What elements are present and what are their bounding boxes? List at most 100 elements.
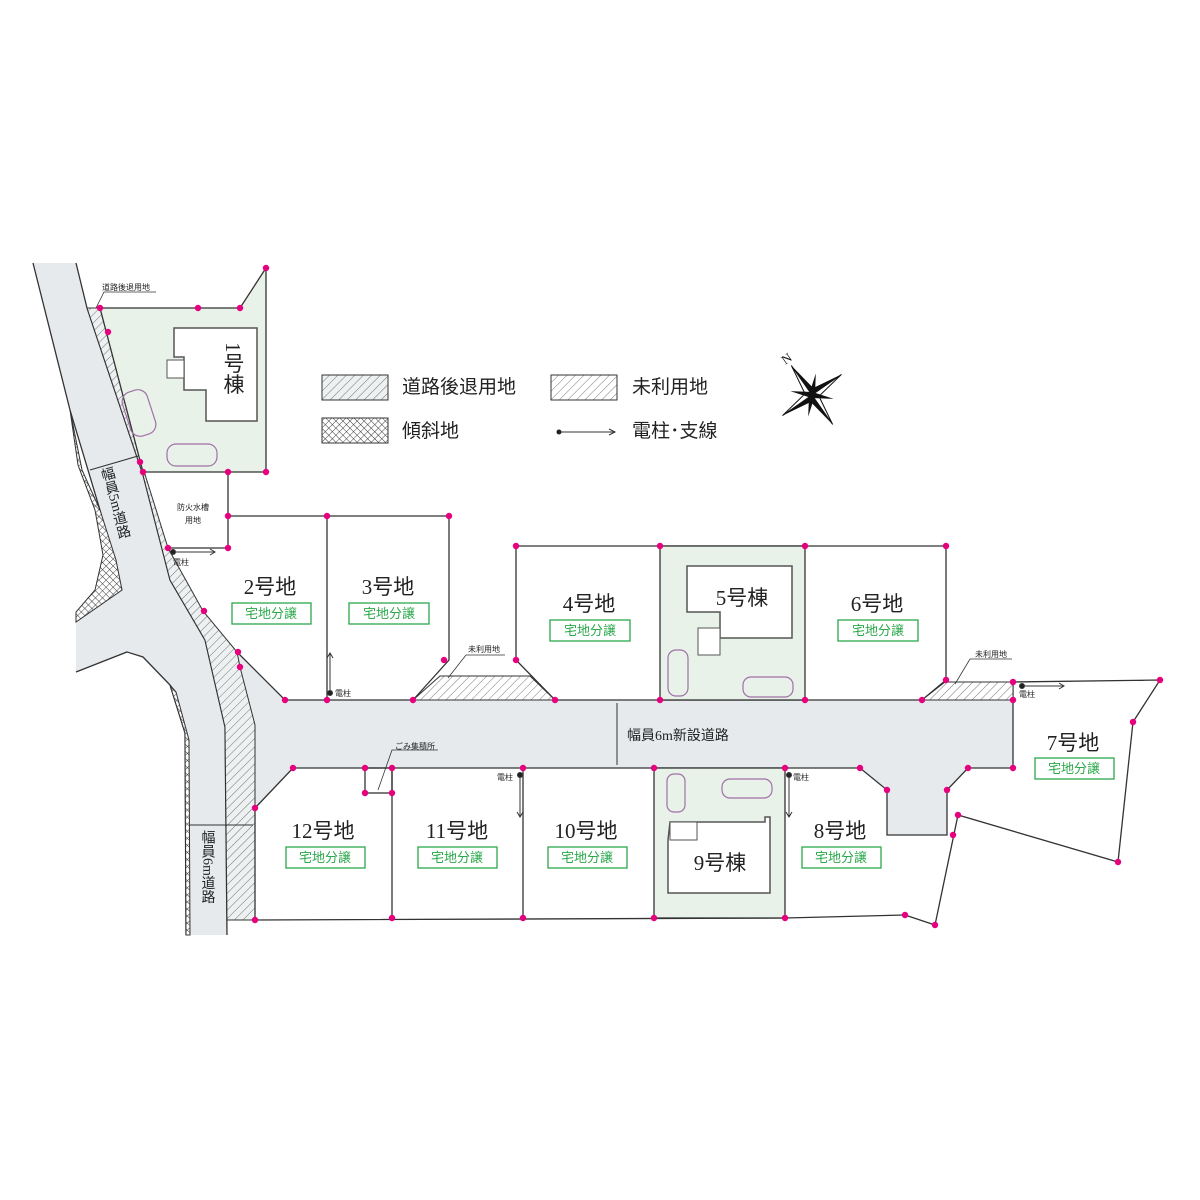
boundary-point: [236, 663, 244, 671]
boundary-point: [656, 542, 664, 550]
boundary-point: [281, 696, 289, 704]
boundary-point: [262, 468, 270, 476]
boundary-point: [323, 512, 331, 520]
slope-area: [69, 409, 123, 623]
svg-text:宅地分譲: 宅地分譲: [363, 606, 415, 622]
car-icon: [667, 649, 689, 697]
pole-label: 電柱: [793, 772, 809, 782]
boundary-point: [1156, 676, 1164, 684]
boundary-point: [856, 764, 864, 772]
svg-text:8号地: 8号地: [814, 819, 867, 843]
legend-unused: 未利用地: [632, 376, 708, 398]
fire-tank-label: 用地: [185, 515, 201, 525]
svg-text:4号地: 4号地: [563, 592, 616, 616]
boundary-point: [164, 544, 172, 552]
boundary-point: [650, 914, 658, 922]
boundary-point: [1114, 858, 1122, 866]
boundary-point: [194, 304, 202, 312]
legend-setback: 道路後退用地: [402, 376, 516, 398]
svg-text:宅地分譲: 宅地分譲: [852, 623, 904, 639]
boundary-point: [519, 914, 527, 922]
boundary-point: [234, 648, 242, 656]
building-5-label: 5号棟: [716, 586, 769, 610]
svg-text:宅地分譲: 宅地分譲: [245, 606, 297, 622]
boundary-point: [519, 764, 527, 772]
boundary-point: [262, 264, 270, 272]
car-icon: [742, 676, 794, 698]
boundary-points: [96, 264, 1164, 929]
garbage-area: [364, 767, 393, 794]
entrance-icon: [166, 359, 185, 379]
legend-pole: 電柱･支線: [632, 420, 718, 442]
boundary-point: [139, 468, 147, 476]
stairs-icon: [669, 821, 698, 841]
boundary-point: [883, 786, 891, 794]
boundary-point: [236, 304, 244, 312]
boundary-point: [949, 831, 957, 839]
boundary-point: [361, 789, 369, 797]
boundary-point: [361, 764, 369, 772]
boundary-point: [1009, 696, 1017, 704]
new-road: [237, 652, 1013, 835]
legend: 道路後退用地 未利用地 傾斜地 電柱･支線: [321, 374, 718, 444]
boundary-point: [200, 607, 208, 615]
svg-text:宅地分譲: 宅地分譲: [1048, 761, 1100, 777]
boundary-point: [551, 696, 559, 704]
unused-label: 未利用地: [468, 644, 500, 654]
unused-area: [920, 681, 1014, 701]
dimension-arrows: [89, 455, 618, 826]
pole-label: 電柱: [497, 772, 513, 782]
boundary-point: [1009, 678, 1017, 686]
svg-text:宅地分譲: 宅地分譲: [564, 623, 616, 639]
boundary-point: [801, 542, 809, 550]
boundary-point: [388, 764, 396, 772]
svg-text:3号地: 3号地: [362, 575, 415, 599]
stairs-icon: [697, 627, 721, 656]
boundary-point: [388, 914, 396, 922]
svg-text:10号地: 10号地: [555, 819, 618, 843]
svg-text:12号地: 12号地: [292, 819, 355, 843]
boundary-point: [512, 656, 520, 664]
boundary-point: [801, 696, 809, 704]
legend-slope: 傾斜地: [402, 420, 459, 442]
car-icon: [721, 778, 773, 799]
boundary-point: [781, 914, 789, 922]
boundary-point: [931, 921, 939, 929]
boundary-point: [96, 304, 104, 312]
fire-tank-label: 防火水槽: [177, 502, 209, 512]
utility-poles: [170, 548, 1065, 818]
boundary-point: [1129, 718, 1137, 726]
setback-strip: [86, 307, 256, 921]
boundary-point: [964, 764, 972, 772]
svg-text:6号地: 6号地: [851, 592, 904, 616]
compass-icon: N: [778, 349, 842, 425]
boundary-point: [251, 804, 259, 812]
building-1-label: 1号棟: [221, 342, 245, 395]
boundary-point: [224, 544, 232, 552]
boundary-point: [656, 696, 664, 704]
boundary-point: [1009, 764, 1017, 772]
boundary-point: [942, 542, 950, 550]
boundary-point: [445, 512, 453, 520]
boundary-point: [954, 811, 962, 819]
svg-text:宅地分譲: 宅地分譲: [431, 850, 483, 866]
boundary-point: [409, 696, 417, 704]
svg-text:宅地分譲: 宅地分譲: [299, 850, 351, 866]
boundary-point: [943, 786, 951, 794]
svg-text:11号地: 11号地: [426, 819, 488, 843]
boundary-point: [251, 916, 259, 924]
svg-text:宅地分譲: 宅地分譲: [561, 850, 613, 866]
boundary-point: [918, 696, 926, 704]
boundary-point: [650, 764, 658, 772]
boundary-point: [440, 656, 448, 664]
boundary-point: [323, 696, 331, 704]
boundary-point: [388, 789, 396, 797]
svg-text:宅地分譲: 宅地分譲: [815, 850, 867, 866]
setback-label: 道路後退用地: [102, 282, 150, 292]
